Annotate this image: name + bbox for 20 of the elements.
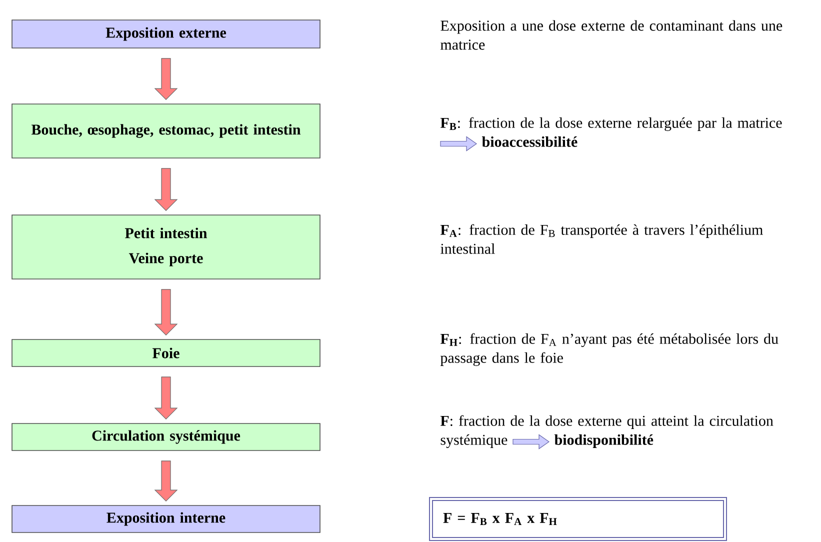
formula-box: F = F$_{B}$ x F$_{A}$ x F$_{H}$ [429,497,727,541]
description-text: F: fraction de la dose externe qui atteint la circulation systémique biodisponibilité [440,415,774,450]
description-text: F$_{A}$: fraction de F$_{B}$ transportée à travers l’épithélium intestinal [440,224,763,254]
block-arrow [154,460,178,502]
process-box: Petit intestin Veine porte [12,214,320,280]
process-box: Exposition externe [12,20,320,48]
label: systémique [440,434,508,448]
label: biodisponibilité [554,434,654,448]
description-text: F$_{B}$: fraction de la dose externe relarguée par la matrice bioaccessibilité [440,117,782,152]
process-box: Circulation systémique [12,423,320,451]
description-text: F$_{H}$: fraction de F$_{A}$ n’ayant pas été métabolisée lors du passage dans le foie [440,333,778,366]
process-box: Foie [12,339,320,367]
block-arrow [154,376,178,420]
description-text: Exposition a une dose externe de contaminant dans une matrice [440,20,782,50]
label: F: fraction de la dose externe qui atteint la circulation [440,415,774,429]
process-box: Exposition interne [12,505,320,533]
block-arrow [154,168,178,212]
process-box: Bouche, œsophage, estomac, petit intestin [12,104,320,158]
block-arrow [154,289,178,336]
block-arrow [154,58,178,100]
